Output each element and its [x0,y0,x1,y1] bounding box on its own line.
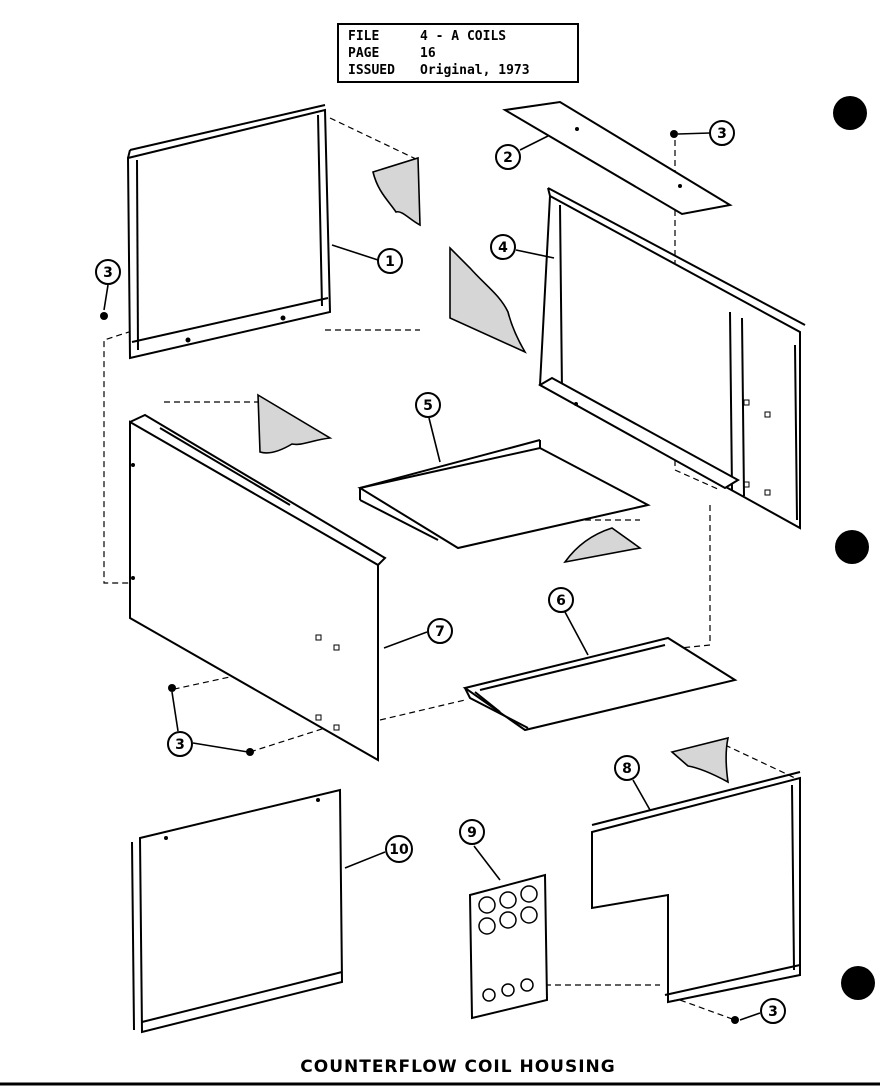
svg-text:5: 5 [423,398,433,414]
callout-1: 1 [377,248,403,274]
issued-value: Original, 1973 [420,63,530,78]
svg-text:9: 9 [467,825,477,841]
svg-text:3: 3 [175,737,185,753]
file-value: 4 - A COILS [420,29,506,44]
screw-icon [731,1016,739,1024]
part-2-top-plate [502,100,733,216]
part-4-back-frame [537,187,806,530]
screw-icon [670,130,678,138]
insulation-pad-top-left [372,156,421,227]
page-value: 16 [420,46,436,61]
file-info-box: FILE 4 - A COILS PAGE 16 ISSUED Original… [337,23,579,83]
part-6-lower-shelf [462,636,738,732]
svg-text:4: 4 [498,240,508,256]
screw-icon [168,684,176,692]
assembly-guide-lines [103,117,796,1021]
svg-text:2: 2 [503,150,513,166]
screw-icon [246,748,254,756]
page-label: PAGE [348,46,379,61]
callout-4: 4 [490,234,516,260]
binder-hole-bottom [841,966,875,1000]
binder-hole-top [833,96,867,130]
insulation-pad-center-right [563,527,642,564]
part-9-coil-plate [468,873,549,1020]
callout-3: 3 [709,120,735,146]
part-10-front-panel [131,788,344,1034]
svg-text:3: 3 [717,126,727,142]
callout-8: 8 [614,755,640,781]
svg-text:7: 7 [435,624,445,640]
callout-5: 5 [415,392,441,418]
screw-icon [100,312,108,320]
callout-3: 3 [167,731,193,757]
insulation-pad-center-left [257,393,333,454]
part-5-upper-shelf [357,439,651,550]
leader-lines [103,132,761,1021]
callout-6: 6 [548,587,574,613]
binder-hole-middle [835,530,869,564]
callout-10: 10 [385,835,413,863]
svg-text:6: 6 [556,593,566,609]
svg-text:10: 10 [389,842,409,858]
file-label: FILE [348,29,379,44]
screws [100,130,739,1024]
insulation-pad-bottom-right [670,736,730,784]
callout-3: 3 [760,998,786,1024]
svg-text:3: 3 [768,1004,778,1020]
part-7-side-shell [129,413,387,762]
insulation-pad-top-right [449,246,527,354]
callout-3: 3 [95,259,121,285]
svg-text:8: 8 [622,761,632,777]
svg-text:3: 3 [103,265,113,281]
issued-label: ISSUED [348,63,395,78]
diagram-caption: COUNTERFLOW COIL HOUSING [300,1057,615,1077]
part-8-corner-panel [591,771,801,1004]
part-1-side-panel [126,104,332,360]
callout-7: 7 [427,618,453,644]
callout-2: 2 [495,144,521,170]
callout-9: 9 [459,819,485,845]
svg-text:1: 1 [385,254,395,270]
